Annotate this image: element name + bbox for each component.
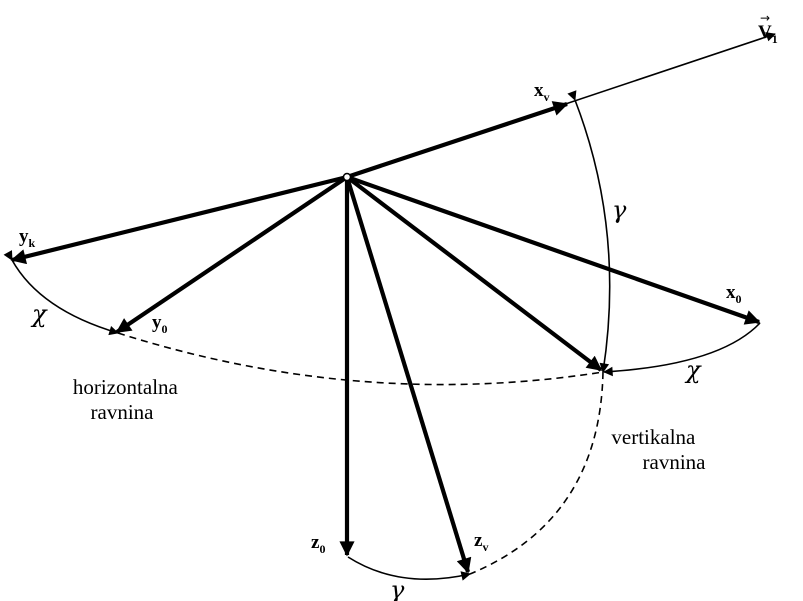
- label-z0: z0: [311, 532, 325, 556]
- origin-point: [342, 172, 352, 182]
- chi-arc-left: [3, 250, 119, 336]
- chi-arc-right: [603, 322, 761, 377]
- gamma-arc-vertical: [567, 90, 611, 373]
- label-vertical-plane: vertikalna ravnina: [611, 425, 706, 474]
- label-xv: xv: [534, 80, 550, 104]
- label-v1: V1: [758, 22, 778, 46]
- label-horizontal-plane: horizontalna ravnina: [73, 375, 183, 424]
- axis-xv: [346, 101, 569, 179]
- label-yk: yk: [19, 226, 36, 250]
- gamma-arc-bottom: [347, 556, 471, 581]
- axis-x0: [346, 175, 761, 325]
- v1-overarrow: →: [760, 11, 770, 25]
- label-chi-right: χ: [684, 356, 702, 384]
- label-chi-left: χ: [30, 300, 48, 328]
- axis-vertical-projection: [345, 175, 603, 372]
- axis-yk: [10, 174, 348, 265]
- label-gamma-vertical: γ: [612, 196, 627, 224]
- horizontal-plane-dashed-arc: [117, 332, 604, 386]
- vertical-plane-dashed-arc: [469, 371, 604, 575]
- axis-y0: [115, 175, 349, 334]
- label-x0: x0: [726, 282, 742, 306]
- label-zv: zv: [474, 530, 488, 554]
- label-y0: y0: [152, 312, 168, 336]
- axis-zv: [344, 176, 472, 574]
- label-gamma-bottom: γ: [390, 576, 405, 601]
